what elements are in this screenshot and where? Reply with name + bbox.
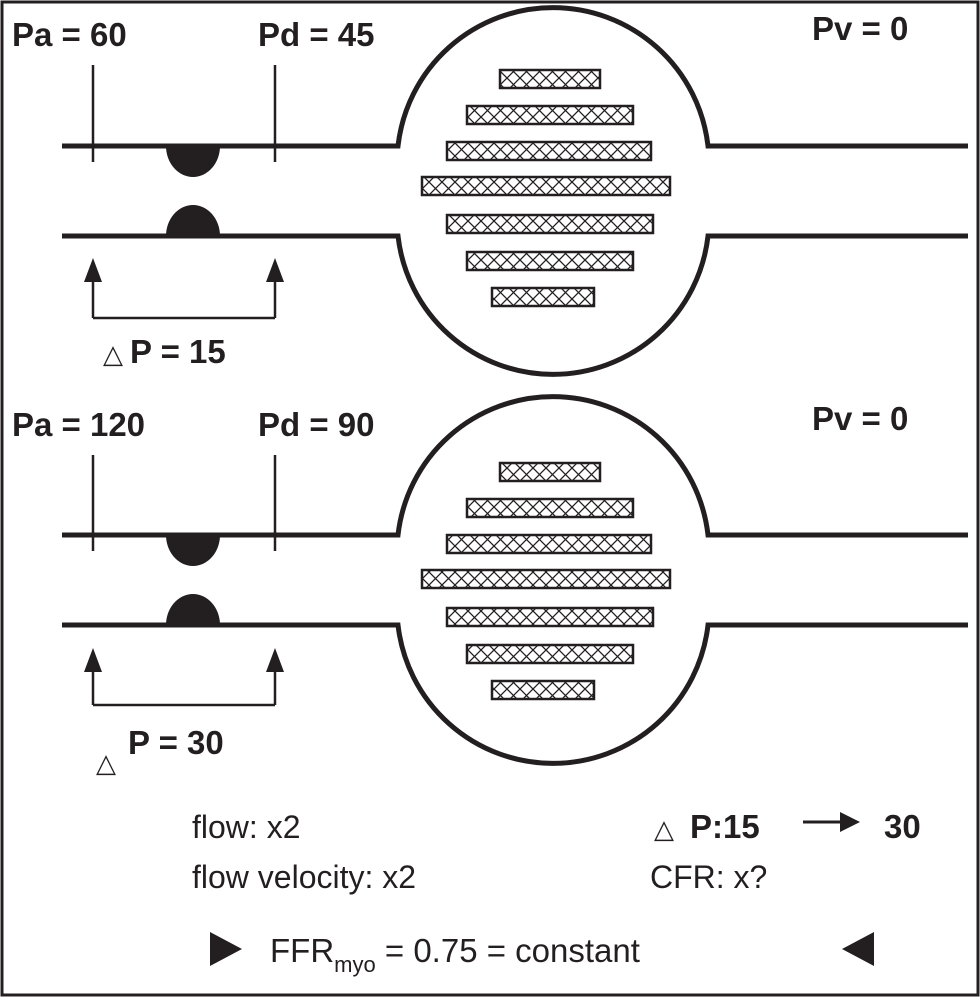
notes: flow: x2 flow velocity: x2 △ P:15 30 CFR… [192,808,921,895]
panel-resting: Pa = 60 Pd = 45 Pv = 0 △ P = 15 [12,5,968,377]
pd-label: Pd = 45 [258,16,374,53]
vessel-lower-wall [62,233,968,377]
pd-label: Pd = 90 [258,406,374,443]
capillary-bar [445,533,653,555]
capillary-bar [420,175,672,197]
arrow-right-icon [803,812,860,832]
panel-hyperemia: Pa = 120 Pd = 90 Pv = 0 △ P = 30 [12,394,968,778]
vessel-upper-wall [62,5,968,149]
capillary-bar [445,606,655,628]
delta-p-change-to: 30 [884,808,921,845]
capillary-bar [445,140,653,162]
pv-label: Pv = 0 [812,10,908,47]
stenosis-plaque-top [166,146,220,177]
ffr-statement: FFRmyo = 0.75 = constant [210,932,874,977]
stenosis-plaque-top [166,535,220,566]
capillary-bar [465,643,635,665]
flow-note: flow: x2 [192,809,300,845]
pointer-right-icon [210,932,242,966]
ffr-formula: FFRmyo = 0.75 = constant [270,932,640,977]
capillary-bar [420,568,672,590]
stenosis-plaque-bottom [166,594,220,625]
capillary-bar [490,286,596,308]
microvascular-bed [420,68,672,308]
capillary-bar [498,68,602,90]
ffr-suffix: = 0.75 = constant [376,932,640,969]
cfr-note: CFR: x? [650,859,767,895]
delta-icon: △ [96,748,116,778]
ffr-prefix: FFR [270,932,334,969]
arrow-up-icon [266,648,284,672]
delta-icon: △ [103,339,123,369]
capillary-bar [465,497,635,519]
capillary-bar [465,104,635,126]
arrow-up-icon [266,258,284,282]
delta-p-label: P = 15 [130,333,226,370]
vessel-lower-wall [62,622,968,766]
pointer-left-icon [842,932,874,966]
stenosis-plaque-bottom [166,205,220,236]
pv-label: Pv = 0 [812,400,908,437]
flow-velocity-note: flow velocity: x2 [192,859,416,895]
capillary-bar [445,213,655,235]
arrow-up-icon [84,648,102,672]
delta-icon: △ [654,814,674,844]
delta-p-bracket [91,672,277,707]
capillary-bar [465,250,635,272]
delta-p-label: P = 30 [128,724,224,761]
microvascular-bed [420,461,672,701]
delta-p-change-label: P:15 [690,808,760,845]
capillary-bar [498,461,602,483]
vessel-upper-wall [62,394,968,538]
arrow-up-icon [84,258,102,282]
pa-label: Pa = 120 [12,406,145,443]
capillary-bar [490,679,596,701]
delta-p-bracket [91,282,277,320]
ffr-subscript: myo [334,952,376,977]
pa-label: Pa = 60 [12,16,127,53]
